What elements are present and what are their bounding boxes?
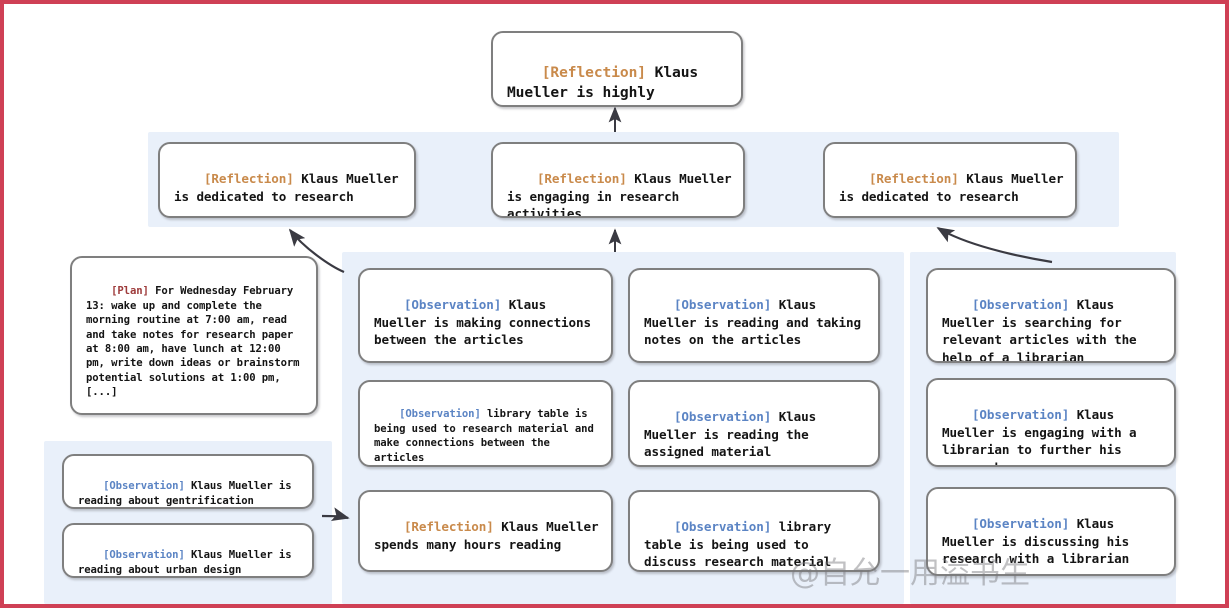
node-col3-obs-3[interactable]: [Observation] Klaus Mueller is discussin… (926, 487, 1176, 576)
node-col2-obs-2[interactable]: [Observation] Klaus Mueller is reading t… (628, 380, 880, 467)
node-text: Klaus Mueller is reading about gentrific… (78, 480, 298, 507)
tag-observation: [Observation] (971, 297, 1070, 313)
node-text: Klaus Mueller is discussing his research… (942, 516, 1137, 567)
node-text: For Wednesday February 13: wake up and c… (86, 285, 306, 399)
tag-reflection: [Reflection] (403, 519, 494, 535)
node-text: library table is being used to research … (374, 408, 601, 464)
node-text: Klaus Mueller is reading the assigned ma… (644, 409, 824, 460)
node-top-reflection[interactable]: [Reflection] Klaus Mueller is highly ded… (491, 31, 743, 107)
node-plan[interactable]: [Plan] For Wednesday February 13: wake u… (70, 256, 318, 415)
node-col3-obs-2[interactable]: [Observation] Klaus Mueller is engaging … (926, 378, 1176, 467)
tag-reflection: [Reflection] (541, 63, 646, 81)
tag-observation: [Observation] (673, 297, 772, 313)
node-text: Klaus Mueller is reading about urban des… (78, 549, 298, 576)
node-text: Klaus Mueller is making connections betw… (374, 297, 599, 348)
tag-observation: [Observation] (971, 407, 1070, 423)
node-col1-obs-1[interactable]: [Observation] Klaus Mueller is making co… (358, 268, 613, 363)
node-text: Klaus Mueller is engaging with a librari… (942, 407, 1145, 467)
node-mid-reflection-center[interactable]: [Reflection] Klaus Mueller is engaging i… (491, 142, 745, 218)
node-text: Klaus Mueller is searching for relevant … (942, 297, 1145, 363)
node-text: Klaus Mueller is dedicated to research (839, 171, 1071, 204)
node-obs-bottomleft-1[interactable]: [Observation] Klaus Mueller is reading a… (62, 454, 314, 509)
tag-reflection: [Reflection] (868, 171, 959, 187)
node-col2-obs-3[interactable]: [Observation] library table is being use… (628, 490, 880, 572)
tag-observation: [Observation] (103, 480, 185, 493)
node-col2-obs-1[interactable]: [Observation] Klaus Mueller is reading a… (628, 268, 880, 363)
node-mid-reflection-right[interactable]: [Reflection] Klaus Mueller is dedicated … (823, 142, 1077, 218)
tag-observation: [Observation] (673, 519, 772, 535)
node-col1-obs-2[interactable]: [Observation] library table is being use… (358, 380, 613, 467)
node-text: Klaus Mueller is highly dedicated to res… (507, 63, 699, 102)
tag-observation: [Observation] (399, 408, 481, 421)
node-col3-obs-1[interactable]: [Observation] Klaus Mueller is searching… (926, 268, 1176, 363)
tag-reflection: [Reflection] (203, 171, 294, 187)
tag-plan: [Plan] (111, 285, 149, 298)
node-text: Klaus Mueller is engaging in research ac… (507, 171, 739, 218)
tag-observation: [Observation] (673, 409, 772, 425)
node-text: Klaus Mueller is dedicated to research (174, 171, 406, 204)
node-col1-reflection[interactable]: [Reflection] Klaus Mueller spends many h… (358, 490, 613, 572)
tag-observation: [Observation] (103, 549, 185, 562)
tag-observation: [Observation] (971, 516, 1070, 532)
node-text: Klaus Mueller spends many hours reading (374, 519, 606, 552)
tag-observation: [Observation] (403, 297, 502, 313)
tag-reflection: [Reflection] (536, 171, 627, 187)
node-text: library table is being used to discuss r… (644, 519, 839, 570)
node-mid-reflection-left[interactable]: [Reflection] Klaus Mueller is dedicated … (158, 142, 416, 218)
node-obs-bottomleft-2[interactable]: [Observation] Klaus Mueller is reading a… (62, 523, 314, 578)
node-text: Klaus Mueller is reading and taking note… (644, 297, 869, 348)
